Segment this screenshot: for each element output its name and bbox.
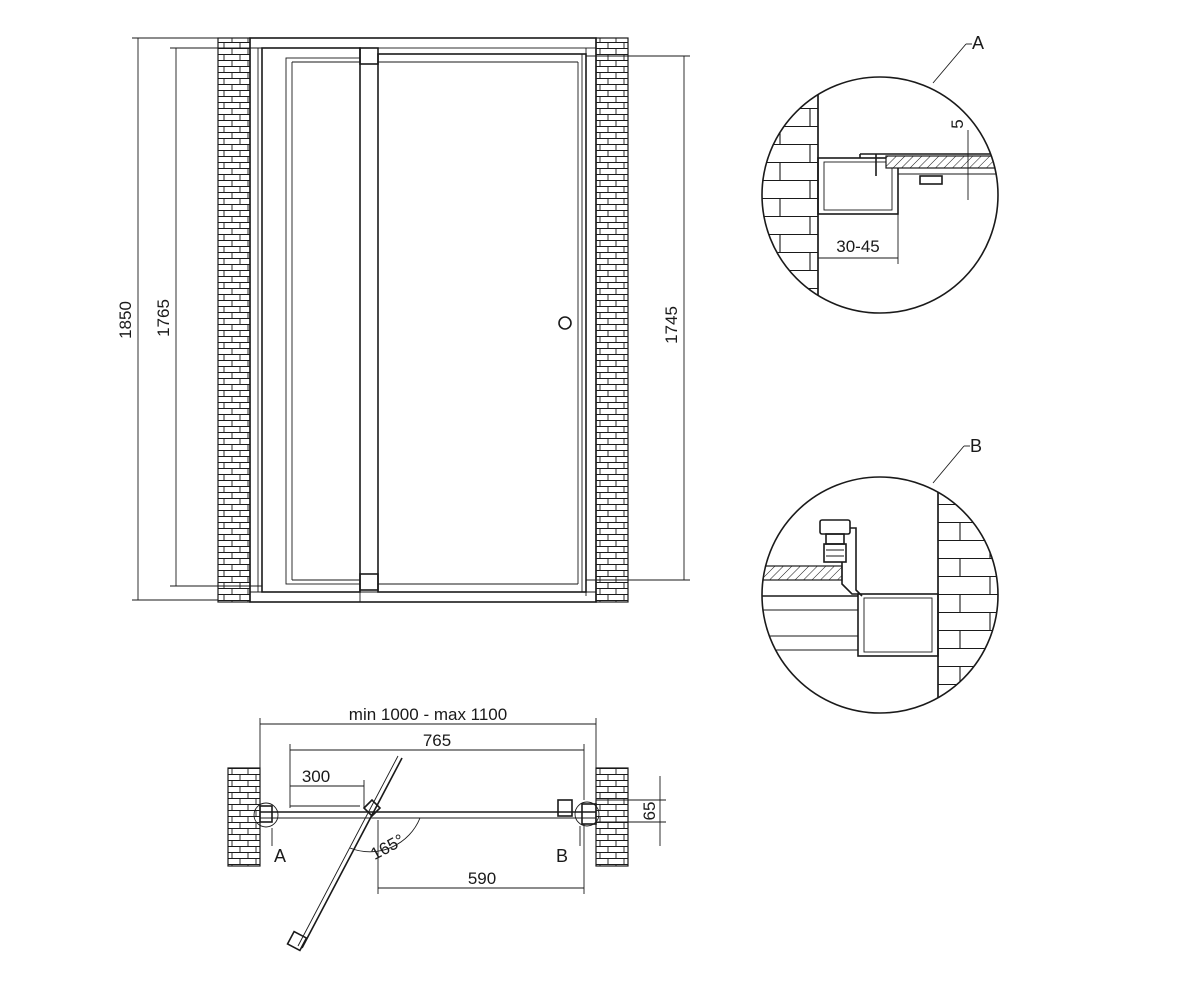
dim-1745-label: 1745 <box>662 306 681 344</box>
plan-open-door <box>301 757 403 949</box>
top-hinge <box>359 47 379 65</box>
plan-left-wall <box>227 767 261 867</box>
plan-right-wall <box>595 767 629 867</box>
front-view: 1850 1765 1745 <box>116 37 690 603</box>
detail-a: A 5 30-45 <box>761 33 999 314</box>
dim-1745: 1745 <box>586 55 690 581</box>
plan-circle-a <box>253 802 279 828</box>
angle-165-label: 165° <box>367 830 407 863</box>
top-profile <box>249 37 597 49</box>
dim-300: 300 <box>290 767 365 808</box>
dim-765: 765 <box>289 731 585 808</box>
dim-300-label: 300 <box>302 767 330 786</box>
dim-1850: 1850 <box>116 37 218 601</box>
detail-a-label: A <box>972 33 984 53</box>
dim-1850-label: 1850 <box>116 301 135 339</box>
bottom-hinge <box>359 573 379 591</box>
detail-b: B <box>761 436 999 714</box>
dim-5-label: 5 <box>948 119 967 128</box>
left-wall <box>217 37 251 603</box>
plan-circle-b <box>574 801 600 827</box>
dim-range-label: min 1000 - max 1100 <box>349 705 507 724</box>
detail-b-circle <box>761 476 999 714</box>
fixed-panel <box>261 47 361 593</box>
dim-1765: 1765 <box>154 47 262 587</box>
outer-frame <box>249 37 597 603</box>
dim-590-label: 590 <box>468 869 496 888</box>
dim-65: 65 <box>596 776 666 846</box>
door-panel <box>377 53 587 593</box>
dim-65-label: 65 <box>640 802 659 821</box>
dim-range: min 1000 - max 1100 <box>259 705 597 804</box>
dim-765-label: 765 <box>423 731 451 750</box>
detail-b-label: B <box>970 436 982 456</box>
plan-hinge <box>362 798 382 818</box>
dim-1765-label: 1765 <box>154 299 173 337</box>
door-handle <box>558 316 572 330</box>
plan-view: 165° A B min 1000 - max 1100 765 300 <box>227 705 666 952</box>
detail-a-circle <box>761 76 999 314</box>
dim-30-45-label: 30-45 <box>836 237 879 256</box>
plan-label-a: A <box>274 846 286 866</box>
plan-label-b: B <box>556 846 568 866</box>
right-wall <box>595 37 629 603</box>
dim-590: 590 <box>377 820 585 894</box>
